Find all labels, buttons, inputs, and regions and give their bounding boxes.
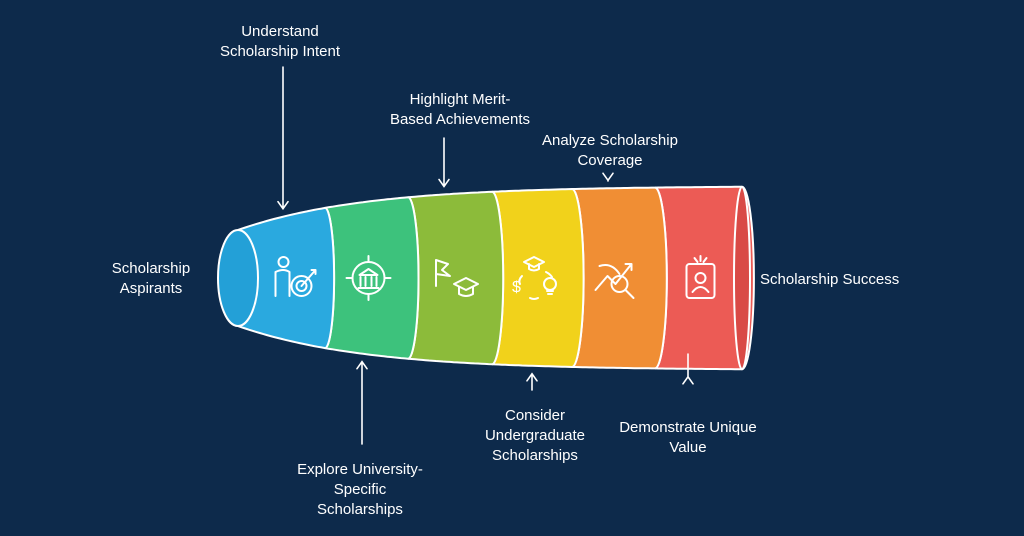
stage-arrow-6 <box>682 353 694 385</box>
university-target-icon <box>345 255 392 301</box>
svg-text:$: $ <box>512 279 521 296</box>
stage-arrow-5 <box>602 172 614 182</box>
funnel-mouth <box>217 229 259 327</box>
stage-label-3: Highlight Merit- Based Achievements <box>389 91 531 128</box>
funnel-end-cap <box>733 185 751 371</box>
stage-label-1: Understand Scholarship Intent <box>219 23 341 60</box>
funnel-segment-4 <box>491 187 585 369</box>
end-label: Scholarship Success <box>760 271 900 288</box>
target-person-icon <box>274 256 317 297</box>
funnel-segment-3 <box>407 190 505 366</box>
flag-graduation-cap-icon <box>435 259 479 297</box>
chart-magnifier-icon <box>594 263 635 299</box>
stage-arrow-2 <box>356 360 368 445</box>
stage-label-4: Consider Undergraduate Scholarships <box>484 407 586 464</box>
stage-arrow-3 <box>438 137 450 188</box>
stage-label-6: Demonstrate Unique Value <box>619 419 757 456</box>
stage-label-2: Explore University- Specific Scholarship… <box>297 461 423 518</box>
graduation-money-idea-icon: $ <box>512 256 557 300</box>
id-badge-icon <box>685 255 716 299</box>
stage-arrow-1 <box>277 66 289 211</box>
stage-label-5: Analyze Scholarship Coverage <box>542 132 678 169</box>
stage-arrow-4 <box>526 372 538 391</box>
start-label: Scholarship Aspirants <box>111 260 191 297</box>
